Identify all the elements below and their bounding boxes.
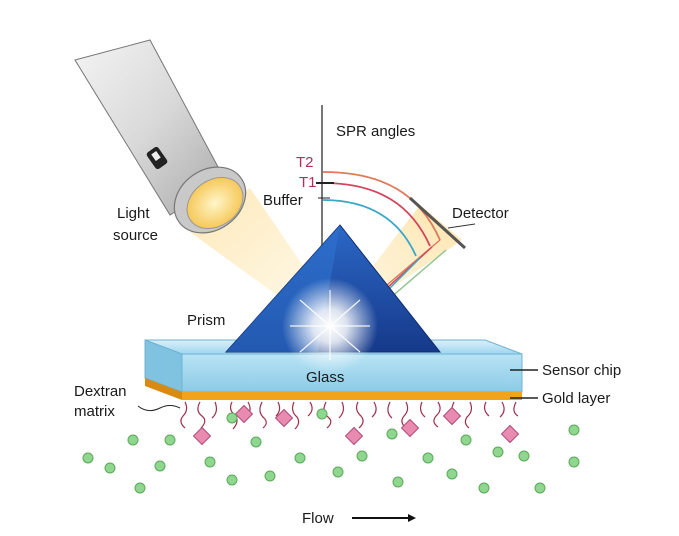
flow-label: Flow xyxy=(302,510,334,527)
flow-arrow xyxy=(352,514,416,522)
spr-angles-label: SPR angles xyxy=(336,123,415,140)
detector-label: Detector xyxy=(452,205,509,222)
detector-leader xyxy=(447,223,476,229)
t1-curve xyxy=(322,182,431,247)
source-label: source xyxy=(113,227,158,244)
ligand-markers xyxy=(192,404,520,446)
prism-label: Prism xyxy=(187,312,225,329)
gold-layer-label: Gold layer xyxy=(542,390,610,407)
dextran-leader xyxy=(137,405,181,412)
t2-label: T2 xyxy=(296,154,314,171)
light-label: Light xyxy=(117,205,150,222)
sensor-chip-label: Sensor chip xyxy=(542,362,621,379)
buffer-curve xyxy=(322,199,417,257)
light-source-icon xyxy=(74,39,247,234)
t2-curve xyxy=(322,171,441,241)
buffer-label: Buffer xyxy=(263,192,303,209)
flare-rays xyxy=(290,290,370,360)
dextran-label: Dextran xyxy=(74,383,127,400)
detector-icon xyxy=(408,196,467,250)
glass-label: Glass xyxy=(306,369,344,386)
analyte-particles xyxy=(82,408,580,494)
t1-label: T1 xyxy=(299,174,317,191)
matrix-label: matrix xyxy=(74,403,115,420)
gold-layer xyxy=(145,378,522,400)
